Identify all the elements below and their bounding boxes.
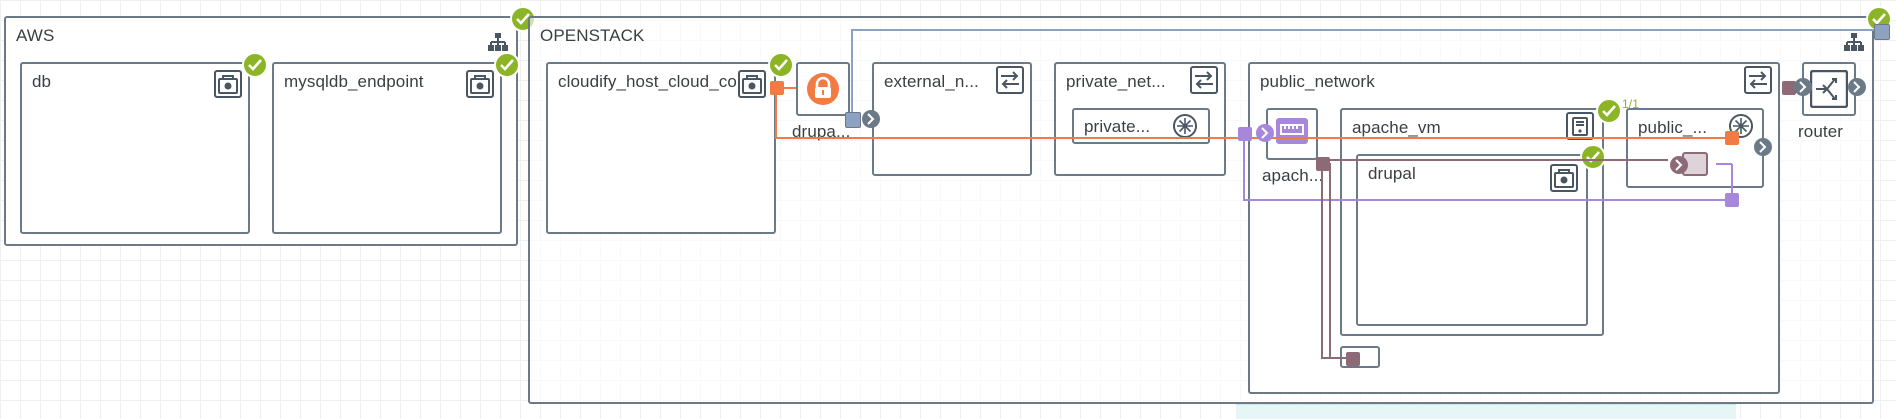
port-mauve-router [1782, 81, 1796, 95]
check-icon [494, 52, 520, 78]
check-icon [768, 52, 794, 78]
port-steel [845, 112, 861, 128]
node-db-label: db [32, 72, 52, 91]
network-icon [1744, 66, 1772, 94]
server-icon [1566, 112, 1594, 140]
port-mauve-bottom [1346, 352, 1360, 366]
node-mysqldb-endpoint[interactable]: mysqldb_endpoint [272, 62, 502, 234]
check-icon [242, 52, 268, 78]
router-icon [1810, 70, 1848, 108]
network-icon [996, 66, 1024, 94]
node-public-network-label: public_network [1260, 72, 1375, 91]
node-drupal-security-group-label: drupa... [792, 122, 851, 141]
node-cloudify-host[interactable]: cloudify_host_cloud_co... [546, 62, 776, 234]
compute-icon [466, 70, 494, 98]
compute-icon [738, 70, 766, 98]
port-purple-subnet [1725, 193, 1739, 207]
node-private-network-label: private_net... [1066, 72, 1166, 91]
compute-icon [214, 70, 242, 98]
bottom-strip [1236, 404, 1736, 419]
port-orange [770, 81, 784, 95]
arrow-circle-icon [862, 110, 880, 128]
node-private-subnet-label: private... [1084, 117, 1151, 136]
subnet-icon [1173, 114, 1197, 138]
node-external-network-label: external_n... [884, 72, 979, 91]
port-steel-router [1874, 24, 1890, 40]
arrow-circle-icon [1256, 124, 1274, 142]
compute-icon [1550, 164, 1578, 192]
port-mauve [1316, 157, 1330, 171]
network-icon [1190, 66, 1218, 94]
arrow-circle-icon [1670, 156, 1688, 174]
node-cloudify-host-label: cloudify_host_cloud_co... [558, 72, 752, 91]
node-drupal-label: drupal [1368, 164, 1416, 183]
cluster-icon [1842, 30, 1870, 58]
nic-icon [1276, 118, 1308, 144]
node-db[interactable]: db [20, 62, 250, 234]
arrow-circle-icon [1848, 78, 1866, 96]
port-orange-subnet [1725, 131, 1739, 145]
node-mysqldb-endpoint-label: mysqldb_endpoint [284, 72, 424, 91]
port-purple [1238, 127, 1252, 141]
check-icon [1580, 144, 1606, 170]
check-icon [1596, 98, 1622, 124]
arrow-circle-icon [1754, 138, 1772, 156]
node-apache-port-label: apach... [1262, 166, 1324, 185]
lock-icon [807, 73, 839, 105]
node-public-subnet-label: public_... [1638, 118, 1708, 137]
openstack-group-label: OPENSTACK [540, 26, 645, 45]
arrow-circle-icon [1794, 78, 1812, 96]
node-apache-vm-label: apache_vm [1352, 118, 1441, 137]
aws-group-label: AWS [16, 26, 55, 45]
node-router-label: router [1798, 122, 1844, 141]
node-drupal-security-group[interactable] [796, 62, 850, 116]
